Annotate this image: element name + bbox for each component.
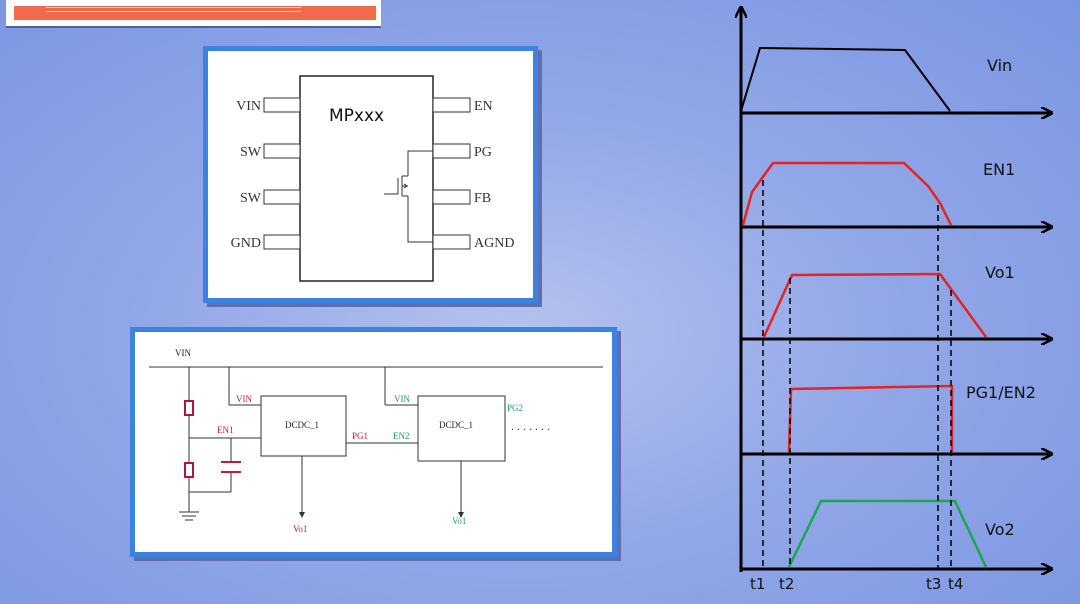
pin-label-right: EN bbox=[474, 99, 493, 114]
block2-vin-label: VIN bbox=[394, 394, 410, 404]
waveform-vin bbox=[740, 46, 951, 112]
pin-label-right: AGND bbox=[474, 236, 514, 251]
resistor-r2 bbox=[184, 462, 194, 478]
pg2-label: PG2 bbox=[507, 403, 523, 413]
ground-symbol bbox=[179, 511, 199, 521]
dcdc-block-1 bbox=[260, 395, 347, 457]
banner-bar bbox=[14, 6, 376, 20]
signal-label-vo1: Vo1 bbox=[985, 263, 1015, 282]
pin-label-right: FB bbox=[474, 191, 491, 206]
schematic-wires bbox=[149, 366, 603, 514]
continuation-dots: . . . . . . . bbox=[511, 419, 550, 433]
banner-decoration bbox=[46, 7, 301, 12]
pin-box bbox=[432, 189, 471, 205]
block2-output-label: Vo1 bbox=[452, 516, 466, 526]
dcdc-block-2 bbox=[417, 395, 506, 462]
time-marker-t3: t3 bbox=[926, 575, 941, 593]
chip-body bbox=[299, 75, 434, 282]
time-marker-t2: t2 bbox=[779, 575, 794, 593]
time-marker-lines bbox=[762, 180, 952, 569]
pin-box bbox=[432, 143, 471, 159]
pin-box bbox=[263, 143, 301, 159]
resistor-r1 bbox=[184, 400, 194, 416]
pin-box bbox=[263, 97, 301, 113]
pg-mosfet-symbol bbox=[384, 150, 433, 243]
title-banner bbox=[6, 0, 381, 26]
vo1-arrow-1 bbox=[299, 512, 305, 518]
block1-vin-label: VIN bbox=[236, 394, 252, 404]
time-marker-t4: t4 bbox=[948, 575, 963, 593]
waveform-vo2 bbox=[787, 499, 988, 568]
pin-label-left: GND bbox=[231, 236, 261, 251]
signal-label-vo2: Vo2 bbox=[985, 520, 1015, 539]
pin-box bbox=[432, 234, 471, 250]
block1-output-label: Vo1 bbox=[293, 524, 307, 534]
pin-label-right: PG bbox=[474, 145, 492, 160]
waveform-en1 bbox=[741, 161, 953, 226]
pin-label-left: VIN bbox=[236, 99, 261, 114]
chip-pinout-diagram: MPxxx VIN SW SW GND EN PG FB AGND bbox=[231, 75, 514, 282]
vo1-arrow-2 bbox=[458, 512, 464, 518]
waveform-vo1 bbox=[762, 272, 988, 338]
pin-box bbox=[432, 97, 471, 113]
pin-box bbox=[263, 189, 301, 205]
en1-label: EN1 bbox=[217, 425, 234, 435]
signal-label-vin: Vin bbox=[987, 56, 1012, 75]
chip-name: MPxxx bbox=[329, 106, 384, 126]
pin-box bbox=[263, 234, 301, 250]
cascade-schematic: VIN VIN EN1 DCDC_1 PG1 Vo1 VIN EN2 DCDC_… bbox=[149, 348, 603, 534]
time-marker-t1: t1 bbox=[750, 575, 765, 593]
chip-pinout-panel: MPxxx VIN SW SW GND EN PG FB AGND bbox=[203, 46, 538, 303]
block1-label: DCDC_1 bbox=[285, 420, 319, 430]
cascade-schematic-panel: VIN VIN EN1 DCDC_1 PG1 Vo1 VIN EN2 DCDC_… bbox=[130, 327, 617, 557]
vin-rail-label: VIN bbox=[175, 348, 191, 358]
signal-label-pg1-en2: PG1/EN2 bbox=[966, 383, 1036, 402]
en2-label: EN2 bbox=[393, 431, 410, 441]
block2-label: DCDC_1 bbox=[439, 420, 473, 430]
pin-label-left: SW bbox=[240, 191, 262, 206]
waveform-pg1-en2 bbox=[787, 384, 954, 453]
pin-label-left: SW bbox=[240, 145, 262, 160]
signal-label-en1: EN1 bbox=[983, 160, 1015, 179]
pg1-label: PG1 bbox=[352, 431, 368, 441]
